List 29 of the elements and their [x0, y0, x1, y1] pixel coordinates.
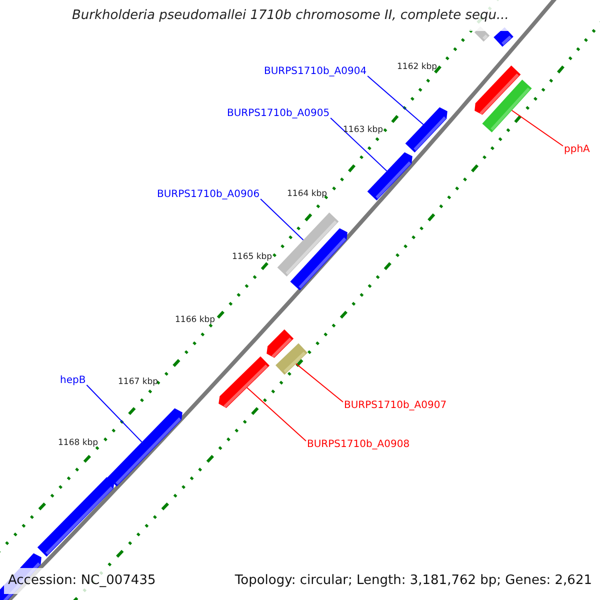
gene-label: BURPS1710b_A0904	[264, 66, 367, 78]
leader-line	[260, 198, 304, 240]
gene-feature	[107, 408, 182, 486]
leader-line	[367, 76, 424, 125]
scale-label: 1167 kbp	[118, 377, 158, 387]
gene-feature	[276, 343, 308, 375]
gene-label: BURPS1710b_A0907	[344, 400, 447, 412]
scale-label: 1164 kbp	[287, 189, 328, 199]
gene-feature	[367, 152, 412, 200]
gene-label: BURPS1710b_A0908	[307, 439, 410, 451]
leader-line	[246, 387, 306, 442]
gene-feature	[218, 356, 270, 408]
leader-line	[511, 110, 564, 146]
leader-line	[86, 384, 142, 442]
gene-label: hepB	[60, 375, 86, 387]
gene-feature	[482, 80, 532, 132]
gene-feature	[290, 228, 348, 290]
scale-label: 1163 kbp	[343, 125, 384, 135]
scale-label: 1168 kbp	[58, 438, 98, 448]
gene-feature	[405, 107, 448, 152]
leader-line	[296, 363, 344, 402]
gene-feature	[37, 477, 114, 557]
scale-label: 1165 kbp	[232, 252, 272, 262]
gene-label: BURPS1710b_A0906	[157, 189, 260, 201]
scale-label: 1162 kbp	[397, 62, 438, 72]
gene-label: pphA	[564, 144, 590, 156]
leader-line	[330, 118, 388, 172]
gene-label: BURPS1710b_A0905	[227, 108, 330, 120]
scale-label: 1166 kbp	[175, 315, 216, 325]
